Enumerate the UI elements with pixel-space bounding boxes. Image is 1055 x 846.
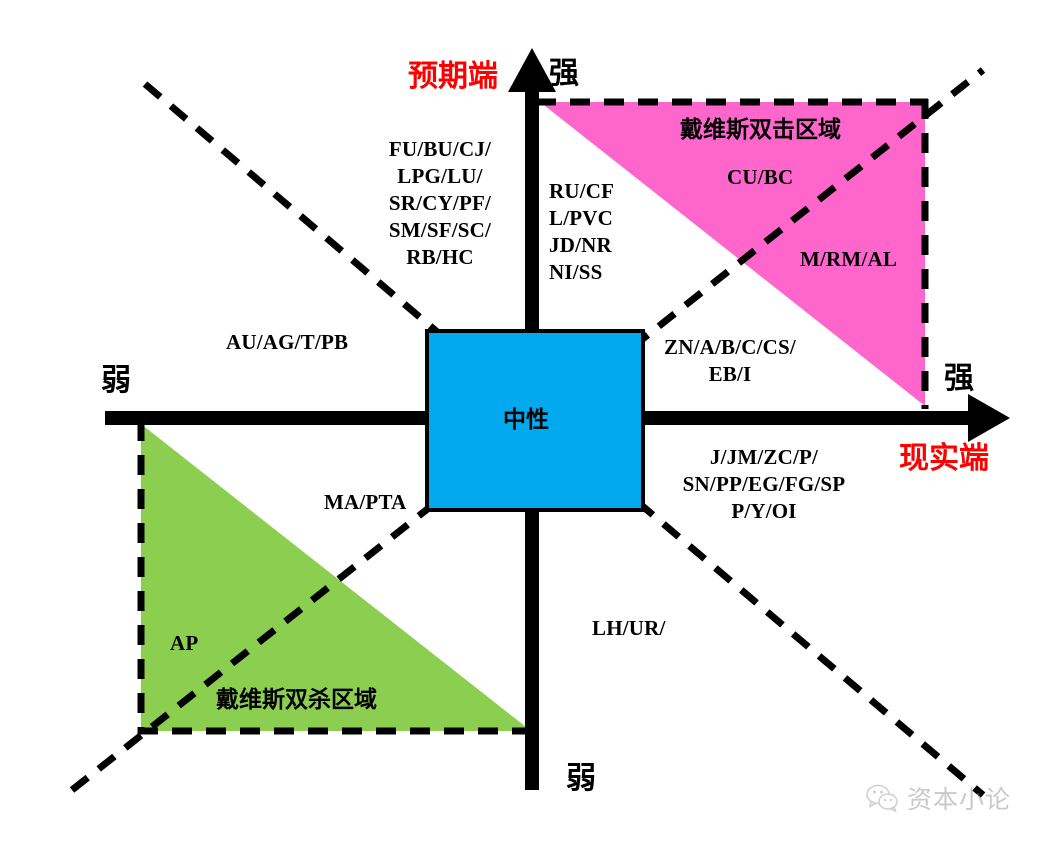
ticker-line: JD/NR bbox=[549, 232, 612, 257]
ticker-group-right-mid: ZN/A/B/C/CS/ EB/I bbox=[655, 334, 805, 388]
ticker-line: RB/HC bbox=[406, 244, 474, 269]
ticker-line: SR/CY/PF/ bbox=[388, 190, 492, 215]
ticker-line: CU/BC bbox=[727, 165, 794, 189]
ticker-line: NI/SS bbox=[549, 259, 603, 284]
ticker-group-pink-upper: CU/BC bbox=[727, 164, 793, 191]
ticker-group-left-mid: AU/AG/T/PB bbox=[226, 329, 348, 356]
ticker-line: L/PVC bbox=[549, 205, 613, 230]
ticker-line: M/RM/AL bbox=[800, 247, 898, 271]
ticker-line: FU/BU/CJ/ bbox=[388, 137, 492, 161]
ticker-group-bottom-center: LH/UR/ bbox=[592, 615, 666, 642]
vertical-axis-arrowhead bbox=[508, 48, 556, 92]
center-box-label: 中性 bbox=[503, 407, 549, 433]
region-double-click-fill bbox=[540, 102, 925, 406]
watermark-text: 资本小论 bbox=[907, 785, 1012, 814]
axis-label-horizontal-right: 强 bbox=[944, 361, 974, 396]
center-neutral-box[interactable] bbox=[425, 329, 645, 512]
ticker-line: SN/PP/EG/FG/SP bbox=[682, 471, 846, 496]
ticker-group-pink-lower: M/RM/AL bbox=[800, 246, 897, 273]
region-title-double-kill: 戴维斯双杀区域 bbox=[216, 687, 377, 713]
ticker-group-upper-center: RU/CF L/PVC JD/NR NI/SS bbox=[549, 178, 669, 286]
ticker-line: ZN/A/B/C/CS/ bbox=[664, 335, 796, 359]
ticker-line: RU/CF bbox=[549, 179, 615, 203]
ticker-line: LH/UR/ bbox=[592, 616, 666, 640]
axis-label-horizontal-name: 现实端 bbox=[899, 441, 989, 476]
ticker-group-upper-left-outer: FU/BU/CJ/ LPG/LU/ SR/CY/PF/ SM/SF/SC/ RB… bbox=[380, 136, 500, 270]
ticker-line: LPG/LU/ bbox=[397, 163, 483, 188]
ticker-line: AU/AG/T/PB bbox=[226, 330, 349, 354]
wechat-icon bbox=[866, 784, 898, 812]
region-title-double-click: 戴维斯双击区域 bbox=[680, 117, 841, 143]
axis-label-horizontal-left: 弱 bbox=[101, 363, 131, 398]
horizontal-axis-arrowhead bbox=[968, 394, 1010, 442]
ticker-group-right-lower: J/JM/ZC/P/ SN/PP/EG/FG/SP P/Y/OI bbox=[664, 444, 864, 525]
ticker-line: P/Y/OI bbox=[731, 498, 797, 523]
axis-label-vertical-name: 预期端 bbox=[408, 59, 498, 94]
ticker-line: MA/PTA bbox=[324, 490, 407, 514]
ticker-group-left-lower-mid: MA/PTA bbox=[324, 489, 406, 516]
watermark: 资本小论 bbox=[866, 780, 1011, 816]
axis-label-vertical-bottom: 弱 bbox=[566, 761, 596, 796]
axis-label-vertical-top: 强 bbox=[549, 56, 579, 91]
ticker-line: AP bbox=[170, 631, 199, 655]
ticker-line: J/JM/ZC/P/ bbox=[709, 445, 819, 469]
ticker-group-green-inner: AP bbox=[170, 630, 198, 657]
ticker-line: SM/SF/SC/ bbox=[388, 217, 492, 242]
ticker-line: EB/I bbox=[708, 361, 752, 386]
